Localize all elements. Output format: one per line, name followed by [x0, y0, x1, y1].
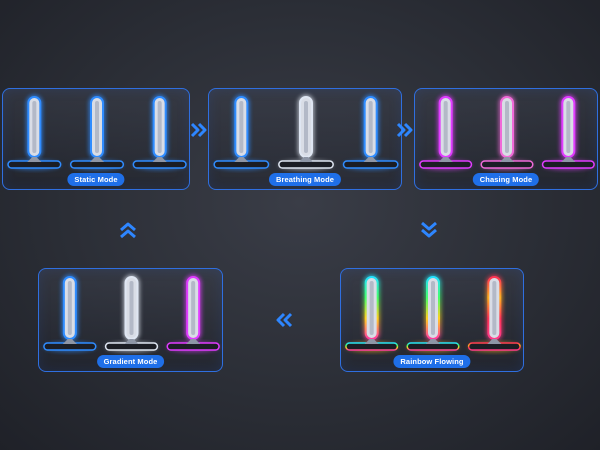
light-bar-core: [431, 281, 435, 335]
light-bar-scene: [7, 95, 187, 170]
light-bar-stand: [364, 339, 379, 344]
light-bar-stand: [124, 339, 139, 344]
light-bar-base: [69, 160, 125, 169]
mode-panel-breathing: Breathing Mode: [208, 88, 402, 190]
light-bar-scene: [213, 95, 399, 170]
light-bar-stand: [487, 339, 502, 344]
light-bar-core: [566, 101, 571, 153]
light-bar-stand: [426, 339, 440, 344]
light-bar-base: [467, 342, 521, 351]
light-bar-scene: [43, 275, 220, 352]
light-bar-base: [7, 160, 62, 169]
mode-label-chasing: Chasing Mode: [472, 173, 540, 186]
mode-panel-gradient: Gradient Mode: [38, 268, 223, 372]
mode-label-breathing: Breathing Mode: [268, 173, 342, 186]
double-chevron-up-icon: [120, 222, 136, 239]
light-bar-base: [278, 160, 334, 169]
light-bar-base: [480, 160, 534, 169]
light-bar-stand: [561, 157, 576, 162]
double-chevron-right-icon: [190, 122, 207, 138]
light-bar-core: [304, 101, 308, 153]
mode-label-gradient: Gradient Mode: [96, 355, 165, 368]
light-bar-base: [541, 160, 595, 169]
light-bar-core: [368, 101, 373, 153]
double-chevron-left-icon: [276, 312, 293, 328]
mode-label-static: Static Mode: [67, 173, 125, 186]
light-bar-base: [345, 342, 399, 351]
light-bar-base: [166, 342, 220, 351]
light-bar-stand: [152, 157, 167, 162]
light-bar-core: [239, 101, 244, 153]
light-bar-core: [32, 101, 37, 153]
light-bar-stand: [27, 157, 42, 162]
light-bar-stand: [186, 339, 201, 344]
light-bar-stand: [234, 157, 249, 162]
light-bar-base: [406, 342, 460, 351]
mode-panel-static: Static Mode: [2, 88, 190, 190]
light-bar-core: [492, 281, 497, 335]
light-bar-base: [342, 160, 399, 169]
double-chevron-down-icon: [421, 221, 437, 238]
light-bar-stand: [62, 339, 77, 344]
light-bar-base: [43, 342, 97, 351]
mode-label-rainbow: Rainbow Flowing: [393, 355, 471, 368]
light-bar-core: [505, 101, 509, 153]
mode-panel-chasing: Chasing Mode: [414, 88, 598, 190]
light-bar-base: [132, 160, 187, 169]
light-bar-stand: [363, 157, 378, 162]
light-bar-stand: [500, 157, 514, 162]
mode-panel-rainbow: Rainbow Flowing: [340, 268, 524, 372]
double-chevron-right-icon: [396, 122, 413, 138]
light-bar-core: [129, 281, 134, 335]
light-bar-stand: [90, 157, 104, 162]
light-bar-stand: [299, 157, 313, 162]
light-bar-base: [213, 160, 270, 169]
light-bar-base: [419, 160, 473, 169]
light-bar-core: [443, 101, 448, 153]
light-bar-base: [104, 342, 159, 351]
light-bar-core: [95, 101, 99, 153]
light-bar-core: [191, 281, 196, 335]
light-bar-core: [157, 101, 162, 153]
light-bar-core: [369, 281, 374, 335]
light-bar-scene: [345, 275, 521, 352]
light-bar-stand: [438, 157, 453, 162]
light-bar-core: [67, 281, 72, 335]
light-bar-scene: [419, 95, 595, 170]
